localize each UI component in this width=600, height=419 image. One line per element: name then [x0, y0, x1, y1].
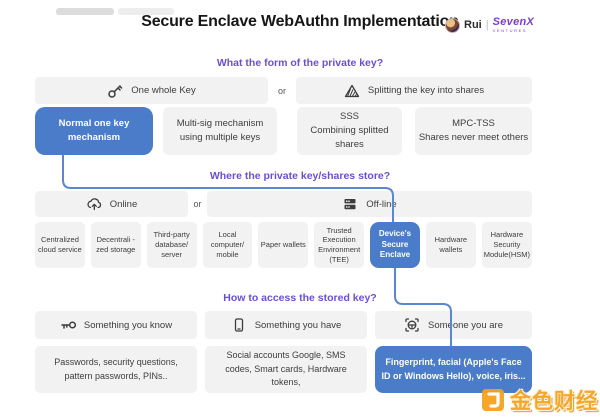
option-someone-you-are[interactable]: Someone you are	[375, 311, 532, 339]
author-name: Rui	[464, 19, 482, 31]
option-something-you-have[interactable]: Something you have	[205, 311, 367, 339]
org-logo: SevenX VENTURES	[493, 17, 535, 33]
store-tee[interactable]: Trusted Execution Environment (TEE)	[314, 222, 365, 268]
access-biometrics-card[interactable]: Fingerprint, facial (Apple's Face ID or …	[375, 346, 532, 393]
phone-icon	[231, 317, 247, 333]
card-sss[interactable]: SSS Combining splitted shares	[297, 107, 402, 155]
section-heading-key-store: Where the private key/shares store?	[209, 170, 391, 182]
store-hardware-wallets[interactable]: Hardware wallets	[425, 222, 476, 268]
split-triangle-icon	[344, 83, 360, 99]
card-normal-one-key[interactable]: Normal one key mechanism	[35, 107, 153, 155]
option-label: Someone you are	[428, 319, 503, 331]
cloud-upload-icon	[86, 196, 102, 212]
option-label: Something you have	[254, 319, 342, 331]
option-label: Off-line	[366, 198, 397, 210]
store-decentralized[interactable]: Decentrali -zed storage	[90, 222, 141, 268]
card-line2: Shares never meet others	[418, 132, 529, 143]
section-heading-key-access: How to access the stored key?	[223, 292, 377, 304]
key-left-icon	[60, 317, 76, 333]
faded-watermark-artifact	[56, 8, 114, 15]
or-label: or	[277, 85, 286, 96]
option-online[interactable]: Online	[35, 191, 188, 217]
server-stack-icon	[342, 196, 358, 212]
card-line1: SSS	[339, 111, 359, 123]
card-mpc-tss[interactable]: MPC-TSS Shares never meet others	[415, 107, 532, 155]
brand-group: Rui | SevenX VENTURES	[445, 17, 534, 33]
option-splitting-key[interactable]: Splitting the key into shares	[296, 77, 532, 104]
store-hsm[interactable]: Hardware Security Module(HSM)	[481, 222, 533, 268]
access-passwords-card[interactable]: Passwords, security questions, pattern p…	[35, 346, 197, 393]
org-subtitle: VENTURES	[492, 28, 528, 33]
card-line2: Combining splitted shares	[310, 125, 389, 150]
watermark-text: 金色财经	[510, 390, 598, 413]
golden-finance-logo-icon	[481, 387, 507, 413]
option-one-whole-key[interactable]: One whole Key	[35, 77, 268, 104]
option-something-you-know[interactable]: Something you know	[35, 311, 197, 339]
or-label: or	[193, 199, 202, 209]
option-label: Online	[109, 198, 138, 210]
option-offline[interactable]: Off-line	[207, 191, 532, 217]
page-title: Secure Enclave WebAuthn Implementation	[141, 13, 459, 30]
section-heading-key-form: What the form of the private key?	[216, 57, 384, 69]
face-scan-icon	[404, 317, 420, 333]
avatar	[445, 17, 460, 33]
store-third-party-db[interactable]: Third-party database/ server	[146, 222, 197, 268]
golden-finance-watermark: 金色财经	[481, 385, 598, 415]
store-local-computer[interactable]: Local computer/ mobile	[202, 222, 253, 268]
card-line1: Multi-sig mechanism	[176, 118, 264, 130]
access-social-card[interactable]: Social accounts Google, SMS codes, Smart…	[205, 346, 367, 393]
card-multi-sig[interactable]: Multi-sig mechanism using multiple keys	[163, 107, 277, 155]
key-icon	[107, 83, 123, 99]
storage-options-row: Centralized cloud service Decentrali -ze…	[35, 222, 533, 268]
option-label: Splitting the key into shares	[367, 85, 485, 96]
card-line1: MPC-TSS	[452, 118, 495, 130]
faded-watermark-artifact	[118, 8, 174, 15]
brand-separator: |	[485, 19, 489, 31]
store-paper-wallets[interactable]: Paper wallets	[258, 222, 309, 268]
org-name: SevenX	[492, 16, 535, 28]
option-label: Something you know	[83, 319, 173, 331]
card-line1: Normal one key	[58, 118, 130, 130]
card-line2: mechanism	[67, 132, 121, 143]
store-centralized-cloud[interactable]: Centralized cloud service	[35, 222, 85, 268]
card-line2: using multiple keys	[179, 132, 261, 143]
option-label: One whole Key	[131, 85, 196, 96]
store-secure-enclave[interactable]: Device's Secure Enclave	[370, 222, 420, 268]
